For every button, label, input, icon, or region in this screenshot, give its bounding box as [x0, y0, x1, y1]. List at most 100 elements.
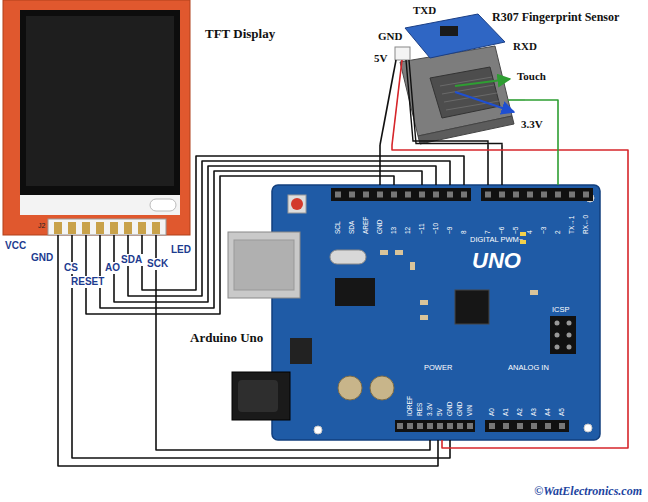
- part-title: R307 Fingerprint Sensor: [492, 11, 619, 25]
- pin-number-box: ~10: [432, 223, 439, 234]
- pin-number-box: RX←0: [582, 215, 589, 234]
- pin-label: TXD: [412, 4, 437, 17]
- sensor-lead: [406, 60, 488, 145]
- smd-part: [420, 300, 428, 305]
- silkscreen-label: ICSP: [552, 306, 570, 315]
- pin-number-box: SCL: [334, 221, 341, 234]
- led: [520, 240, 526, 244]
- pin-number-box: 2: [554, 230, 561, 234]
- pin-label-box: 5V: [373, 52, 388, 65]
- arduino-board: Arduino Uno: [272, 185, 600, 440]
- pin-label-box: GND: [30, 252, 54, 264]
- part-title: TFT Display: [205, 27, 275, 42]
- pin-number-box: 13: [390, 227, 397, 234]
- pin-number: 3.3V: [426, 403, 433, 416]
- pin-number: GND: [456, 402, 463, 416]
- pin-label: 5V: [373, 52, 388, 65]
- usb-chip: [335, 278, 375, 306]
- pin-label: LED: [170, 244, 192, 256]
- icsp-pin: [555, 333, 560, 338]
- silkscreen-label-box: ANALOG IN: [508, 364, 549, 373]
- board-logo: UNO: [472, 248, 521, 273]
- pin-number: IOREF: [406, 396, 413, 416]
- pin-label: VCC: [4, 240, 27, 252]
- pin-number: SCL: [334, 221, 341, 234]
- icsp-pin: [567, 345, 572, 350]
- smd-part: [380, 250, 388, 255]
- fingerprint-sensor: R307 Fingerprint Sensor: [375, 15, 525, 145]
- arduino-board: [228, 185, 600, 440]
- pin-number: A3: [530, 408, 537, 416]
- pin-number-box: ~3: [540, 227, 547, 234]
- pin-label-box: SDA: [120, 254, 143, 266]
- pin-label-box: GND: [377, 30, 403, 43]
- pin-number: TX→1: [568, 216, 575, 234]
- sensor-pcb: [405, 14, 505, 58]
- pin-number-box: A2: [516, 408, 523, 416]
- wire: [525, 100, 558, 185]
- pin-label-box: CS: [63, 262, 79, 274]
- barrel-jack: [232, 372, 290, 420]
- sensor-lead: [508, 99, 525, 101]
- tft-screen: [20, 10, 180, 195]
- connector-label: J2: [38, 222, 45, 230]
- tft-slot: [150, 199, 176, 211]
- smd-part: [530, 290, 538, 295]
- pin-label-box: Touch: [516, 70, 547, 83]
- pin-number-box: A1: [502, 408, 509, 416]
- digital-header-holes: [481, 188, 593, 201]
- pin-number-box: GND: [446, 402, 453, 416]
- pin-label: RESET: [70, 276, 105, 288]
- pin-number-box: 7: [484, 230, 491, 234]
- pin-number: ~10: [432, 223, 439, 234]
- analog-header-holes: [485, 420, 569, 432]
- pin-number-box: ~6: [498, 227, 505, 234]
- pin-number: GND: [446, 402, 453, 416]
- part-title-box: R307 Fingerprint Sensor: [492, 11, 619, 25]
- pin-label: GND: [377, 30, 403, 43]
- icsp-pin: [555, 345, 560, 350]
- pin-number-box: 3.3V: [426, 403, 433, 416]
- watermark: ©WatElectronics.com: [534, 485, 642, 499]
- tft-module: [3, 0, 190, 235]
- icsp-pin: [555, 321, 560, 326]
- barrel-jack-face: [238, 380, 278, 412]
- pin-number: RES: [416, 403, 423, 416]
- mounting-hole: [584, 424, 592, 432]
- pin-number: A0: [488, 408, 495, 416]
- silkscreen-label: ANALOG IN: [508, 364, 549, 373]
- pin-label-box: TXD: [412, 4, 437, 17]
- pin-number-box: SDA: [348, 221, 355, 234]
- pin-label: 3.3V: [520, 118, 544, 131]
- pin-number-box: RES: [416, 403, 423, 416]
- usb-jack: [228, 232, 300, 298]
- pin-label-box: SCK: [146, 258, 169, 270]
- silkscreen-label: DIGITAL PWM~: [470, 236, 523, 245]
- pin-label: AO: [104, 262, 121, 274]
- pin-label: RXD: [512, 40, 538, 53]
- silkscreen-label-box: POWER: [424, 364, 452, 373]
- wire: [86, 176, 394, 314]
- pin-label-box: AO: [104, 262, 121, 274]
- pin-number-box: 4: [526, 230, 533, 234]
- smd-part: [420, 315, 428, 320]
- sensor-connector: [395, 47, 410, 60]
- pin-number: ~3: [540, 227, 547, 234]
- pin-number: ~5: [512, 227, 519, 234]
- tft-pcb: [3, 0, 190, 235]
- pin-label: SCK: [146, 258, 169, 270]
- pin-number: 5V: [436, 408, 443, 416]
- pin-number-box: ~9: [446, 227, 453, 234]
- pin-number: ~6: [498, 227, 505, 234]
- board-pcb: [272, 185, 600, 440]
- wire: [58, 235, 438, 466]
- part-title-box: TFT Display: [205, 27, 275, 42]
- pointer-arrow: [455, 79, 510, 86]
- digital-header-holes: [331, 188, 471, 201]
- pin-number: 13: [390, 227, 397, 234]
- sensor-side: [418, 116, 514, 144]
- tft-screen-glass: [26, 16, 174, 186]
